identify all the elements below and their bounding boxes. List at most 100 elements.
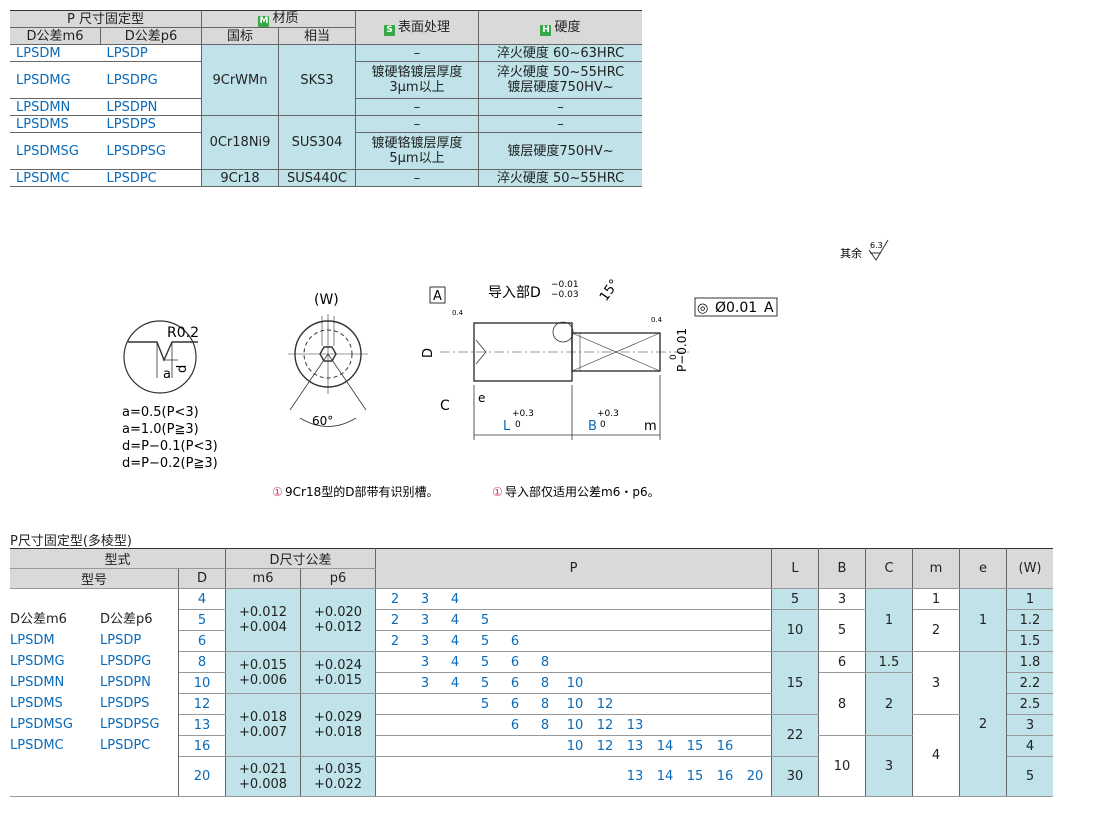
model-m6: LPSDMG xyxy=(10,61,101,99)
L-value: 15 xyxy=(771,651,819,715)
C-header: C xyxy=(865,548,913,589)
P-value: 5 xyxy=(480,696,490,712)
D-value: 6 xyxy=(178,630,226,652)
formula: d=P−0.2(P≧3) xyxy=(122,456,218,471)
C-value: 1.5 xyxy=(865,651,913,673)
P-value: 5 xyxy=(480,612,490,628)
P-value: 13 xyxy=(626,738,644,754)
m-value: 3 xyxy=(912,651,960,715)
P-value: 14 xyxy=(656,738,674,754)
model-p6: LPSDPSG xyxy=(100,132,202,170)
B-tol: +0.3 xyxy=(597,409,619,419)
note1: 9Cr18型的D部带有识别槽。 xyxy=(285,484,438,499)
w-label: (W) xyxy=(314,292,339,308)
guide-tol-upper: −0.01 xyxy=(551,280,579,290)
B-value: 10 xyxy=(818,735,866,797)
P-value: 16 xyxy=(716,769,734,784)
material-gb: 0Cr18Ni9 xyxy=(201,115,279,170)
P-value: 15 xyxy=(686,738,704,754)
D-value: 4 xyxy=(178,588,226,610)
P-value: 2 xyxy=(390,612,400,628)
model-m6: LPSDMN xyxy=(10,98,101,116)
bottom-table-title: P尺寸固定型(多棱型) xyxy=(10,534,132,549)
model-p6: LPSDP xyxy=(100,44,202,62)
P-value: 10 xyxy=(566,675,584,691)
p6-header: p6 xyxy=(300,568,376,589)
B-value: 3 xyxy=(818,588,866,610)
model-p6: LPSDPG xyxy=(100,61,202,99)
D-value: 5 xyxy=(178,609,226,631)
concentric-datum: A xyxy=(764,300,774,316)
P-value: 6 xyxy=(510,654,520,670)
model-p6: LPSDPS xyxy=(100,115,202,133)
P-value: 16 xyxy=(716,738,734,754)
P-value: 5 xyxy=(480,633,490,649)
P-value: 6 xyxy=(510,675,520,691)
surface-value: – xyxy=(355,44,479,62)
surface-badge: S xyxy=(383,24,395,36)
P-value: 4 xyxy=(450,675,460,691)
L-value: 22 xyxy=(771,714,819,757)
model-m6: LPSDMS xyxy=(10,115,101,133)
surface-value: 镀硬铬镀层厚度 5μm以上 xyxy=(355,132,479,170)
formula: a=0.5(P<3) xyxy=(122,405,199,420)
tol-group-header: D尺寸公差 xyxy=(225,548,376,569)
model-p6: LPSDPC xyxy=(100,169,202,187)
W-value: 1.2 xyxy=(1006,609,1053,631)
P-value: 5 xyxy=(480,675,490,691)
B-value: 8 xyxy=(818,672,866,736)
tol-m6: +0.015 +0.006 xyxy=(225,651,301,694)
L-zero: 0 xyxy=(515,420,521,430)
P-value: 6 xyxy=(510,696,520,712)
d-p6-header: D公差p6 xyxy=(100,27,202,45)
P-label: P−0.01 xyxy=(675,328,689,372)
hardness-badge: H xyxy=(540,24,552,36)
B-header: B xyxy=(818,548,866,589)
material-eq: SKS3 xyxy=(278,44,356,116)
P-value: 3 xyxy=(420,675,430,691)
D-value: 13 xyxy=(178,714,226,736)
C-value: 2 xyxy=(865,672,913,736)
B-label: B xyxy=(588,419,597,434)
P-header: P xyxy=(375,548,772,589)
P-value: 4 xyxy=(450,633,460,649)
model-header: 型号 xyxy=(10,568,179,589)
rest-roughness: 6.3 xyxy=(870,241,883,250)
D-header: D xyxy=(178,568,226,589)
P-value: 3 xyxy=(420,612,430,628)
material-gb: 9Cr18 xyxy=(201,169,279,187)
surface-value: – xyxy=(355,169,479,187)
d-m6-header: D公差m6 xyxy=(10,27,101,45)
P-value: 12 xyxy=(596,738,614,754)
e-value: 2 xyxy=(959,651,1007,797)
hardness-value: 淬火硬度 50~55HRC 镀层硬度750HV~ xyxy=(478,61,642,99)
P-value: 2 xyxy=(390,591,400,607)
P-value: 2 xyxy=(390,633,400,649)
tol-m6: +0.021 +0.008 xyxy=(225,756,301,797)
P-value: 3 xyxy=(420,654,430,670)
D-value: 8 xyxy=(178,651,226,673)
surface-value: – xyxy=(355,115,479,133)
tol-p6: +0.020 +0.012 xyxy=(300,588,376,652)
P-value: 4 xyxy=(450,591,460,607)
P-value: 6 xyxy=(510,717,520,733)
P-value: 10 xyxy=(566,738,584,754)
m-value: 4 xyxy=(912,714,960,797)
m6-header: m6 xyxy=(225,568,301,589)
L-value: 5 xyxy=(771,588,819,610)
P-value: 14 xyxy=(656,769,674,784)
B-value: 6 xyxy=(818,651,866,673)
guide-label: 导入部D xyxy=(488,285,541,301)
P-value: 15 xyxy=(686,769,704,784)
L-header: L xyxy=(771,548,819,589)
P-value: 10 xyxy=(566,717,584,733)
W-value: 3 xyxy=(1006,714,1053,736)
angle-label: 60° xyxy=(312,414,333,428)
D-value: 10 xyxy=(178,672,226,694)
